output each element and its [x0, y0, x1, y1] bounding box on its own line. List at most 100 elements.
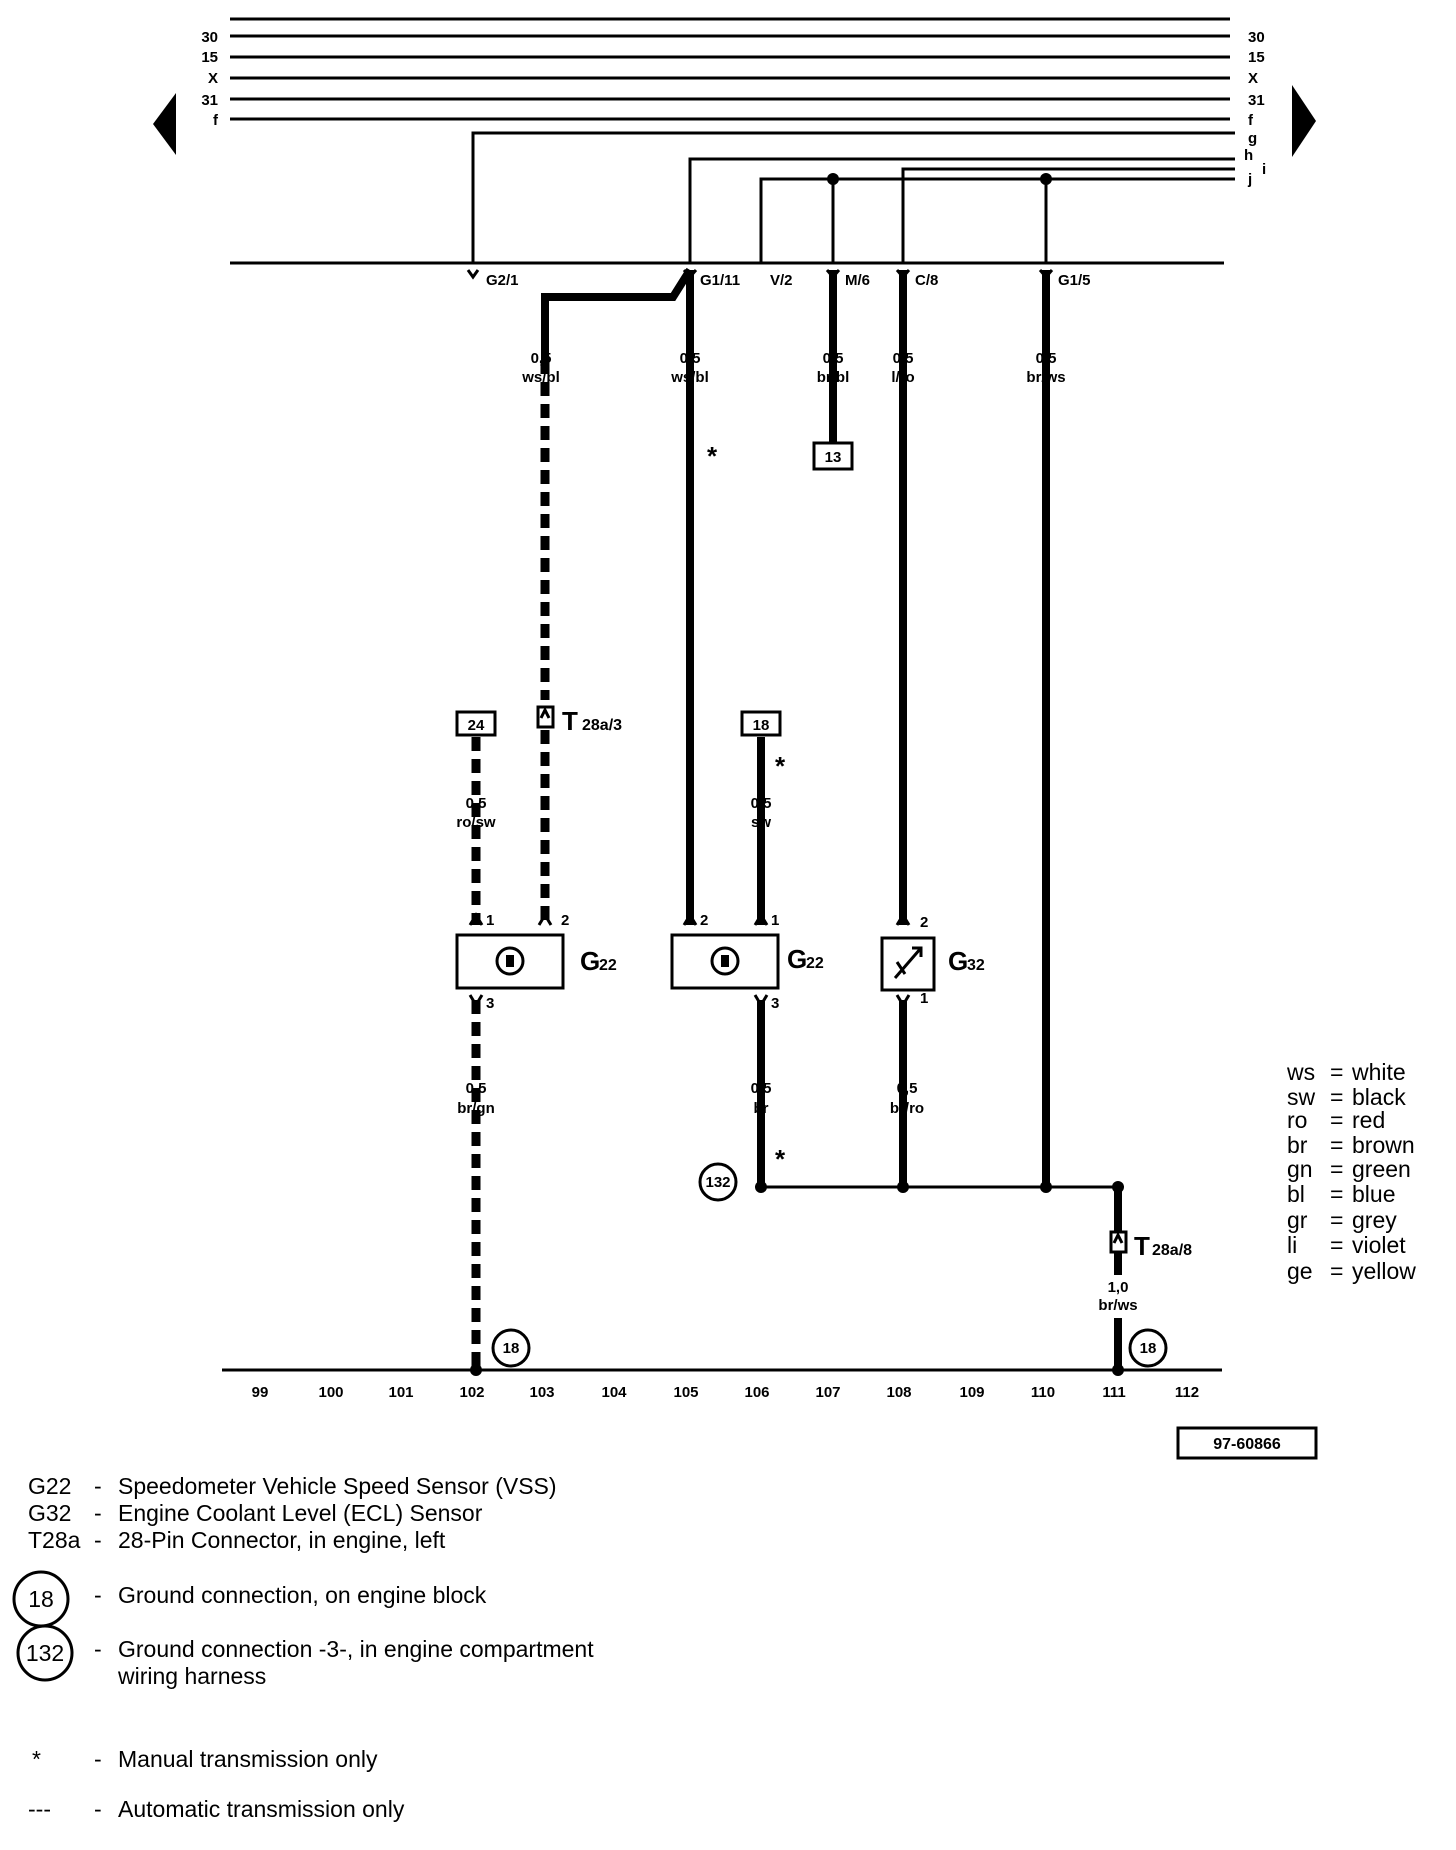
svg-text:ws=white: ws=white — [1286, 1059, 1406, 1085]
prev-page-arrow-icon[interactable] — [153, 93, 176, 155]
bus-label-x-right: X — [1248, 70, 1258, 87]
asterisk-105: * — [707, 441, 718, 471]
wire-108-bottom-color: br/ro — [890, 1100, 924, 1117]
svg-text:bl=blue: bl=blue — [1287, 1181, 1395, 1207]
wire-105-color: ws/bl — [670, 369, 709, 386]
legend-symbol-132: 132 — [26, 1640, 64, 1666]
legend-symbol-18: 18 — [28, 1586, 54, 1612]
wire-110-size: 0,5 — [1036, 350, 1057, 367]
pin-label-g1-5: G1/5 — [1058, 272, 1091, 289]
bus-label-h-right: h — [1244, 147, 1253, 164]
color-name: green — [1352, 1156, 1411, 1182]
color-name: brown — [1352, 1132, 1415, 1158]
legend-dash: - — [94, 1473, 102, 1499]
legend-text-automatic: Automatic transmission only — [118, 1796, 405, 1822]
pin-label-v-2: V/2 — [770, 272, 793, 289]
track-number: 109 — [959, 1384, 984, 1401]
speed-sensor-icon — [710, 946, 740, 976]
wire-111-color: br/ws — [1098, 1297, 1137, 1314]
track-number: 112 — [1175, 1384, 1199, 1401]
figure-id-box — [1176, 1426, 1318, 1460]
g22-b-pin-3: 3 — [771, 995, 779, 1012]
color-code: gn — [1287, 1156, 1313, 1182]
wire-102-top-size: 0,5 — [466, 795, 487, 812]
color-code: ro — [1287, 1107, 1307, 1133]
g22-a-pin-2: 2 — [561, 912, 569, 929]
ground-132-icon — [16, 1624, 74, 1682]
wire-107-size: 0,5 — [823, 350, 844, 367]
g22-b-pin-1: 1 — [771, 912, 779, 929]
pin-label-m-6: M/6 — [845, 272, 870, 289]
pin-label-g2-1: G2/1 — [486, 272, 519, 289]
color-name: yellow — [1352, 1258, 1416, 1284]
ground-18-a-label: 18 — [503, 1340, 520, 1357]
g32-number: 32 — [967, 957, 985, 974]
ref-box-24 — [455, 710, 497, 737]
color-name: black — [1352, 1084, 1406, 1110]
svg-text:br=brown: br=brown — [1287, 1132, 1415, 1158]
component-g32: 2 G 32 1 — [880, 912, 985, 1008]
g22-a-pin-3: 3 — [486, 995, 494, 1012]
wire-102-bottom-color: br/gn — [457, 1100, 495, 1117]
g22-b-number: 22 — [806, 955, 824, 972]
component-g22-automatic: 1 2 G 22 3 — [455, 912, 617, 1012]
connector-t28a-3-letter: T — [562, 706, 578, 736]
component-g22-manual: 2 1 G 22 3 — [670, 912, 824, 1012]
bus-label-15-right: 15 — [1248, 49, 1265, 66]
bus-label-30-left: 30 — [201, 29, 218, 46]
svg-text:gr=grey: gr=grey — [1287, 1207, 1397, 1233]
legend-text-18: Ground connection, on engine block — [118, 1582, 487, 1608]
track-number: 102 — [459, 1384, 484, 1401]
connector-t28a-8-number: 28a/8 — [1152, 1242, 1192, 1259]
color-name: white — [1351, 1059, 1406, 1085]
svg-text:gn=green: gn=green — [1287, 1156, 1411, 1182]
color-code: sw — [1287, 1084, 1316, 1110]
color-name: violet — [1352, 1232, 1406, 1258]
color-name: red — [1352, 1107, 1385, 1133]
wire-106-top-size: 0,5 — [751, 795, 772, 812]
next-page-arrow-icon[interactable] — [1292, 85, 1316, 157]
color-code: ws — [1286, 1059, 1315, 1085]
track-numbers: 99 100 101 102 103 104 105 106 107 108 1… — [252, 1384, 1199, 1401]
wire-106-bottom-size: 0,5 — [751, 1080, 772, 1097]
g32-pin-1: 1 — [920, 990, 928, 1007]
level-sensor-icon — [893, 947, 923, 979]
legend-symbol-asterisk: * — [32, 1746, 41, 1772]
wire-106-bottom-color: br — [754, 1100, 769, 1117]
svg-text:sw=black: sw=black — [1287, 1084, 1406, 1110]
ref-box-18-label: 18 — [753, 717, 770, 734]
bus-label-j-right: j — [1247, 171, 1252, 188]
power-bus — [230, 17, 1230, 121]
ground-18-b-label: 18 — [1140, 1340, 1157, 1357]
connector-t28a-3-number: 28a/3 — [582, 717, 622, 734]
wire-107-color: br/bl — [817, 369, 850, 386]
bus-right-labels: 30 15 X 31 f g h i j — [1244, 29, 1266, 188]
wire-108-bottom-size: 0,5 — [897, 1080, 918, 1097]
signal-lines — [471, 131, 1235, 263]
track-number: 105 — [673, 1384, 698, 1401]
color-name: blue — [1352, 1181, 1395, 1207]
speed-sensor-icon — [495, 946, 525, 976]
svg-text:ge=yellow: ge=yellow — [1287, 1258, 1416, 1284]
ground-132-label: 132 — [705, 1174, 730, 1191]
track-number: 100 — [318, 1384, 343, 1401]
g22-b-pin-2: 2 — [700, 912, 708, 929]
ground-132-icon — [698, 1162, 738, 1202]
legend-text-132-line2: wiring harness — [117, 1663, 266, 1689]
legend-symbol-dashed: --- — [28, 1796, 51, 1822]
track-number: 101 — [388, 1384, 413, 1401]
color-code: gr — [1287, 1207, 1308, 1233]
pin-label-g1-11: G1/11 — [700, 272, 740, 289]
component-legend: G22 - Speedometer Vehicle Speed Sensor (… — [12, 1473, 594, 1822]
svg-text:ro=red: ro=red — [1287, 1107, 1385, 1133]
ref-box-24-label: 24 — [468, 717, 485, 734]
legend-dash: - — [94, 1636, 102, 1662]
color-code: li — [1287, 1232, 1297, 1258]
wire-111-size: 1,0 — [1108, 1279, 1129, 1296]
connector-pin-labels: G2/1 G1/11 V/2 M/6 C/8 G1/5 — [486, 272, 1091, 289]
legend-dash: - — [94, 1582, 102, 1608]
figure-id: 97-60866 — [1213, 1436, 1281, 1453]
bus-left-labels: 30 15 X 31 f — [201, 29, 219, 129]
bus-label-g-right: g — [1248, 130, 1257, 147]
